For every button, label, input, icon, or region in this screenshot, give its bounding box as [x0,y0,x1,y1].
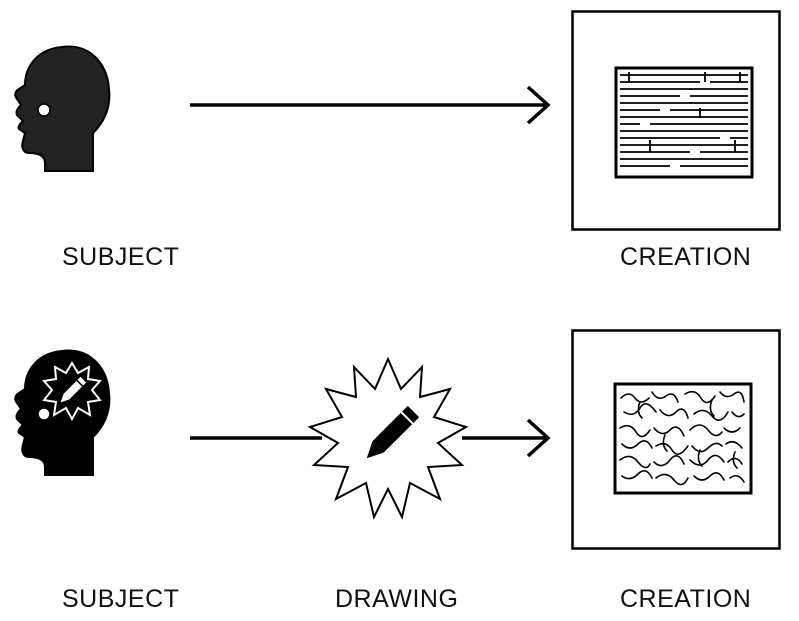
head-pencil-burst-icon [42,361,102,422]
bottom-drawing-label: DRAWING [335,585,459,613]
bottom-creation-label: CREATION [620,585,752,613]
bottom-subject-head-icon [14,349,111,476]
top-creation-label: CREATION [620,243,752,271]
top-subject-head-icon [14,45,111,172]
bottom-squiggle-lines-image-icon [613,382,753,495]
bottom-subject-label: SUBJECT [62,585,180,613]
drawing-pencil-starburst-icon [307,356,469,520]
top-arrow-icon [190,85,551,125]
top-subject-label: SUBJECT [62,243,180,271]
top-ordered-lines-image-icon [614,66,754,179]
bottom-arrow-icon [462,418,551,458]
